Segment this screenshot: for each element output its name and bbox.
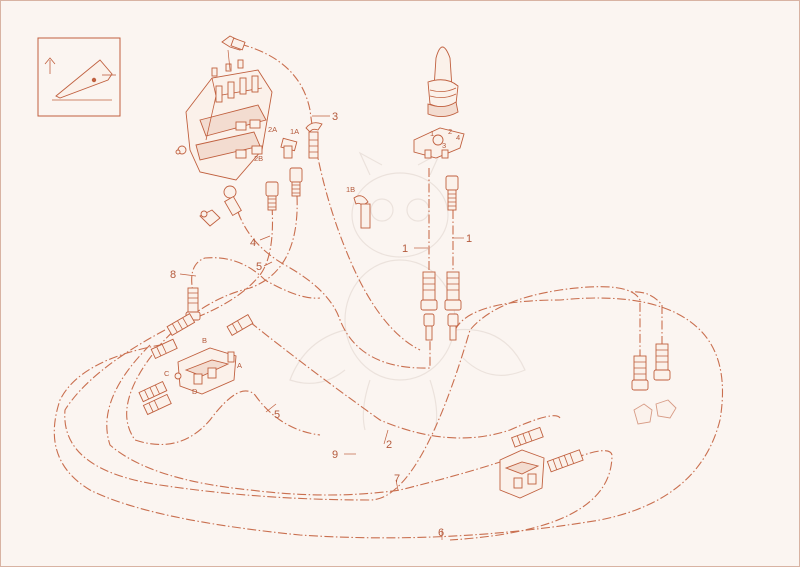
- hose-8: [191, 257, 321, 301]
- up-arrow-icon: [44, 57, 56, 74]
- hose-end-fittings-upper: [265, 167, 303, 211]
- port-c: C: [164, 369, 170, 378]
- callout-8: 8: [170, 269, 176, 281]
- port-1b: 1B: [346, 185, 355, 194]
- callout-7: 7: [394, 473, 400, 485]
- hose-6: [53, 297, 723, 539]
- callout-6: 6: [438, 527, 444, 539]
- joystick: [427, 46, 459, 117]
- elbow-fitting-1a: [305, 122, 323, 159]
- port-1a: 1A: [290, 127, 299, 136]
- callout-5-lower: 5: [274, 409, 280, 421]
- main-control-valve: [175, 59, 298, 181]
- port-d: D: [192, 387, 198, 396]
- callout-labels: 3 1 1 4 5 8 5 9 2 7 6: [170, 111, 472, 539]
- machine-direction-icon: [52, 59, 116, 101]
- callout-4: 4: [250, 237, 256, 249]
- elbow-fitting-top: [221, 35, 246, 71]
- callout-5-upper: 5: [256, 261, 262, 273]
- watermark-dragon: [289, 151, 526, 431]
- port-labels: 2A 1A 2B 1B A B C D: [164, 125, 355, 396]
- port-a: A: [237, 361, 242, 370]
- elbow-fitting-1b: [353, 195, 371, 229]
- lower-hose-fittings: [511, 426, 584, 473]
- secondary-valve-fittings: [138, 287, 254, 416]
- secondary-control-valve: [174, 347, 237, 395]
- hose-7: [106, 344, 521, 496]
- direction-inset: [37, 37, 121, 117]
- joystick-base-plate: 1 2 3 4: [413, 127, 465, 159]
- port-2b: 2B: [254, 154, 263, 163]
- tee-fitting: [199, 209, 221, 227]
- joystick-port-fittings: [445, 175, 459, 211]
- port-b: B: [202, 336, 207, 345]
- port-2a: 2A: [268, 125, 277, 134]
- hose-6-branch: [449, 450, 613, 541]
- hose-4: [237, 211, 431, 369]
- hose-5-lower: [126, 195, 321, 446]
- hose-1-lower-fittings: [420, 271, 462, 341]
- plate-mark-2: 2: [448, 127, 452, 136]
- elbow-fitting-hose-4: [223, 185, 242, 217]
- hose-9: [64, 286, 641, 501]
- callout-1-left: 1: [402, 243, 408, 255]
- lower-manifold: [499, 449, 545, 499]
- callout-3: 3: [332, 111, 338, 123]
- callout-leaders: [179, 115, 464, 540]
- plate-mark-3: 3: [442, 141, 446, 150]
- callout-9: 9: [332, 449, 338, 461]
- plate-mark-1: 1: [430, 129, 434, 138]
- hose-2: [249, 321, 561, 439]
- hoses: [53, 43, 723, 541]
- callout-2: 2: [386, 439, 392, 451]
- hose-9-right: [629, 291, 663, 345]
- plate-mark-4: 4: [456, 133, 460, 142]
- right-hose-end-fittings: [631, 343, 671, 391]
- right-cylinder-connectors: [633, 399, 677, 425]
- callout-1-right: 1: [466, 233, 472, 245]
